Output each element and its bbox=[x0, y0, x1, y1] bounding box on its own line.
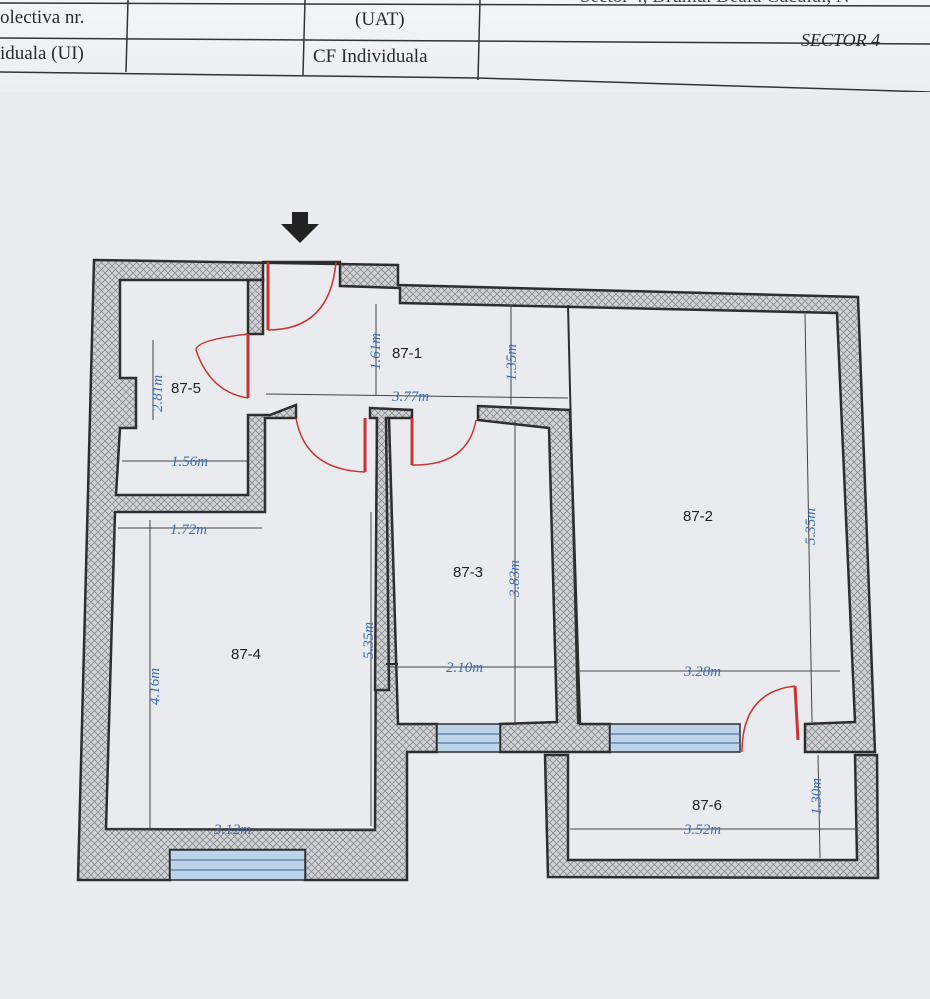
wall-outer-left bbox=[76, 258, 877, 882]
dim-87-4-top: 1.72m bbox=[170, 522, 207, 538]
doors bbox=[195, 261, 800, 753]
dim-87-6-height: 1.30m bbox=[809, 778, 825, 815]
wall-partition-corridor bbox=[368, 406, 414, 692]
dim-87-1-depth: 1.35m bbox=[504, 344, 520, 381]
dim-87-6-width: 3.52m bbox=[683, 822, 721, 838]
room-label-87-2: 87-2 bbox=[683, 508, 713, 525]
header-cell-cf: CF Individuala bbox=[313, 46, 428, 67]
dim-87-3-height: 3.83m bbox=[507, 560, 523, 598]
window-87-4 bbox=[169, 849, 306, 881]
room-label-87-6: 87-6 bbox=[692, 797, 722, 814]
dim-87-5-height: 2.81m bbox=[150, 375, 166, 412]
room-label-87-1: 87-1 bbox=[392, 345, 422, 362]
wall-bath-top bbox=[246, 278, 265, 336]
header-table: olectiva nr. (UAT) Sector 4, Drumul Deal… bbox=[0, 0, 930, 92]
room-label-87-3: 87-3 bbox=[453, 564, 483, 581]
dim-87-4-width: 3.12m bbox=[213, 822, 251, 838]
window-87-3 bbox=[436, 723, 501, 753]
header-cell-collectiva: olectiva nr. bbox=[0, 7, 85, 28]
header-grid bbox=[0, 0, 930, 92]
header-cell-address: Sector 4, Drumul Dealu Cucului, N bbox=[580, 0, 850, 8]
room-label-87-4: 87-4 bbox=[231, 646, 261, 663]
dim-87-4-height: 4.16m bbox=[147, 668, 163, 705]
wall-interior-3-2 bbox=[476, 404, 612, 754]
dim-87-4-length: 5.35m bbox=[361, 622, 377, 659]
dim-87-3-width: 2.10m bbox=[446, 660, 483, 676]
interior-lines bbox=[386, 304, 579, 725]
window-87-2 bbox=[609, 723, 741, 753]
wall-balcony bbox=[543, 753, 880, 880]
header-cell-sector: SECTOR 4 bbox=[801, 30, 881, 50]
header-cell-ui: iduala (UI) bbox=[0, 43, 84, 64]
dim-87-2-width: 3.28m bbox=[683, 664, 721, 680]
header-cell-uat: (UAT) bbox=[355, 9, 405, 30]
dim-87-2-height: 5.35m bbox=[803, 508, 819, 545]
dim-87-1-height: 1.61m bbox=[368, 333, 384, 370]
dimension-lines bbox=[108, 304, 857, 859]
door-87-6 bbox=[793, 685, 800, 741]
room-label-87-5: 87-5 bbox=[171, 380, 201, 397]
dim-87-1-width: 3.77m bbox=[391, 389, 429, 405]
dim-87-5-width: 1.56m bbox=[171, 454, 208, 470]
arrow-down-icon bbox=[281, 212, 319, 243]
